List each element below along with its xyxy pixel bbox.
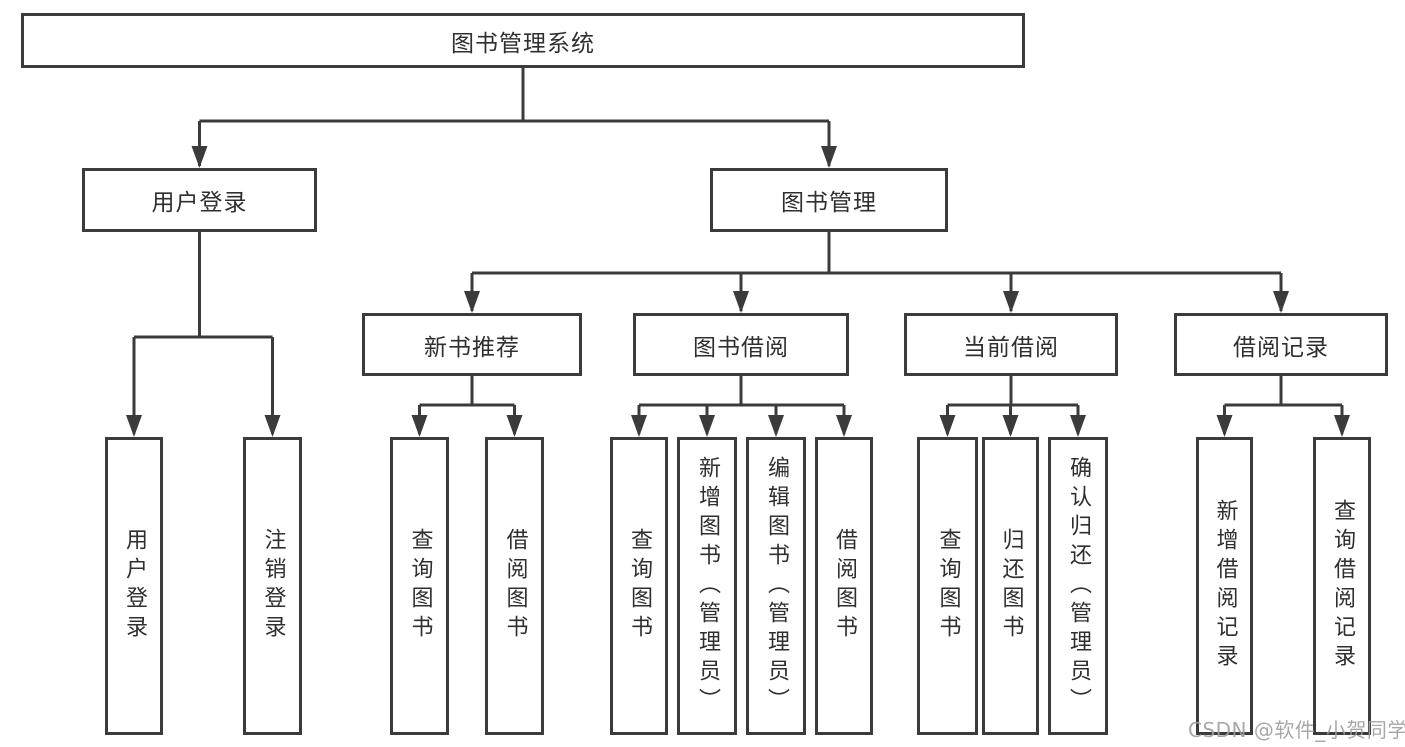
node-user-login-group: 用户登录 bbox=[82, 168, 317, 232]
node-query-book-current: 查询图书 bbox=[917, 437, 978, 735]
node-return-book: 归还图书 bbox=[982, 437, 1039, 735]
node-query-borrow-record: 查询借阅记录 bbox=[1313, 437, 1371, 735]
node-logout: 注销登录 bbox=[243, 437, 302, 735]
node-add-borrow-record: 新增借阅记录 bbox=[1196, 437, 1253, 735]
node-new-book-recommendation: 新书推荐 bbox=[362, 313, 582, 376]
node-borrow-book-borrowing: 借阅图书 bbox=[815, 437, 873, 735]
node-query-book-borrowing: 查询图书 bbox=[610, 437, 668, 735]
node-user-login: 用户登录 bbox=[105, 437, 163, 735]
csdn-watermark: CSDN @软件_小贺同学 bbox=[1188, 718, 1405, 742]
node-library-management-system: 图书管理系统 bbox=[21, 13, 1025, 68]
node-borrow-book-recommend: 借阅图书 bbox=[485, 437, 544, 735]
node-query-book-recommend: 查询图书 bbox=[390, 437, 449, 735]
node-borrowing-records: 借阅记录 bbox=[1174, 313, 1388, 376]
node-book-borrowing: 图书借阅 bbox=[633, 313, 849, 376]
node-confirm-return-admin: 确认归还（管理员） bbox=[1048, 437, 1108, 735]
node-edit-book-admin: 编辑图书（管理员） bbox=[746, 437, 806, 735]
node-add-book-admin: 新增图书（管理员） bbox=[677, 437, 737, 735]
node-book-management-group: 图书管理 bbox=[710, 168, 948, 232]
node-current-borrowing: 当前借阅 bbox=[904, 313, 1118, 376]
